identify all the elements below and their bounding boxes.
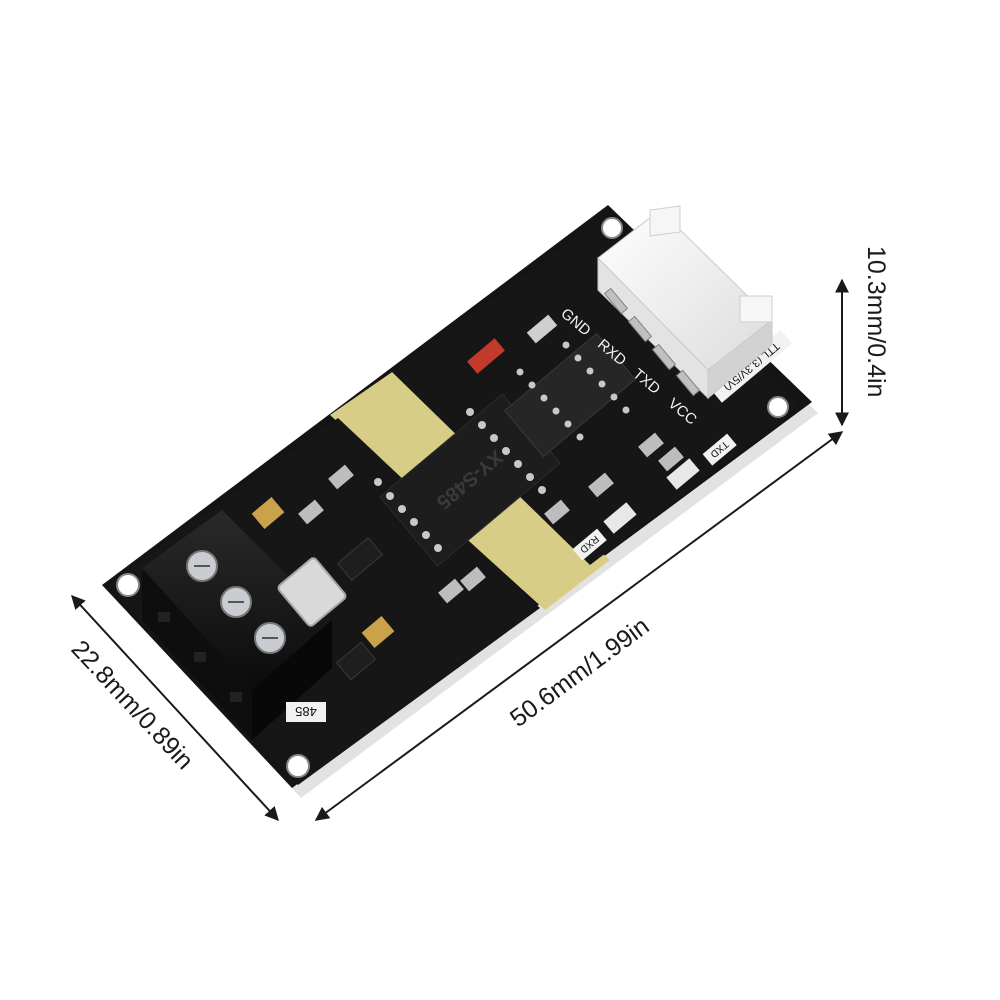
mount-hole — [767, 396, 789, 418]
jst-connector — [597, 205, 773, 400]
dimension-length-label: 50.6mm/1.99in — [505, 612, 655, 733]
terminal-label: 485 — [295, 704, 317, 719]
mount-hole — [286, 754, 310, 778]
mount-hole — [116, 573, 140, 597]
connector-pins — [603, 287, 701, 397]
rs485-module-board: XY-S485 — [102, 205, 818, 798]
dimension-height: 10.3mm/0.4in — [835, 246, 890, 427]
mount-hole — [601, 217, 623, 239]
dimension-height-label: 10.3mm/0.4in — [862, 246, 890, 397]
